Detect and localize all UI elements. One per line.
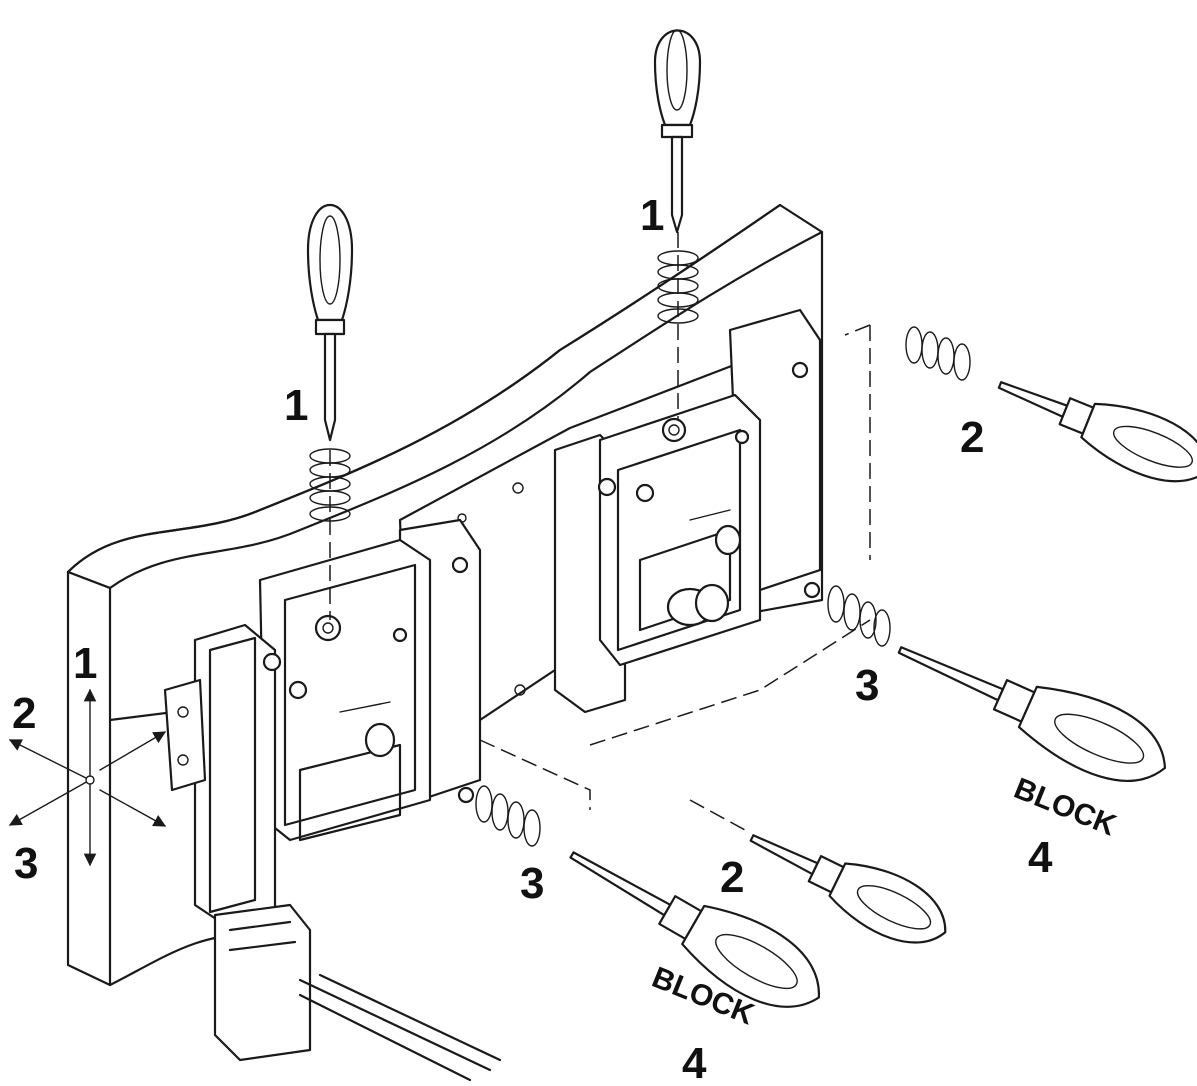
step-3-label-lower: 3 <box>520 859 544 908</box>
screwdriver-icon-right-2 <box>997 381 1197 483</box>
rotation-arrow-icon-right-3 <box>827 585 891 647</box>
left-hinge-unit <box>163 518 502 1082</box>
guide-lines <box>329 232 871 831</box>
step-2-label-lower: 2 <box>720 853 744 902</box>
rotation-arrow-icon-right-2 <box>905 326 971 381</box>
block-label-right: BLOCK <box>1009 772 1121 843</box>
rotation-arrow-icon-top-left <box>309 448 351 522</box>
step-4-label-lower: 4 <box>682 1039 707 1086</box>
rotation-arrow-icon-top-right <box>657 250 699 324</box>
axis-label-3: 3 <box>14 839 38 888</box>
step-2-label-right: 2 <box>960 413 984 462</box>
screwdriver-icon-lower-2 <box>749 834 947 944</box>
rotation-arrow-icon-left-3 <box>475 785 541 847</box>
step-4-label-right: 4 <box>1028 833 1053 882</box>
right-hinge-unit <box>553 308 822 714</box>
screwdriver-icon-lower-block <box>569 851 820 1008</box>
step-3-label-right: 3 <box>855 661 879 710</box>
step-1-label-top-left: 1 <box>284 381 308 430</box>
axis-label-2: 2 <box>12 689 36 738</box>
step-1-label-top-right: 1 <box>640 191 664 240</box>
adjustment-axes-icon <box>8 688 167 867</box>
screwdriver-icon-vertical-right <box>653 29 702 234</box>
screwdriver-icon-vertical-left <box>306 204 354 442</box>
axis-label-1: 1 <box>73 639 97 688</box>
screwdriver-icon-right-block <box>897 646 1167 782</box>
